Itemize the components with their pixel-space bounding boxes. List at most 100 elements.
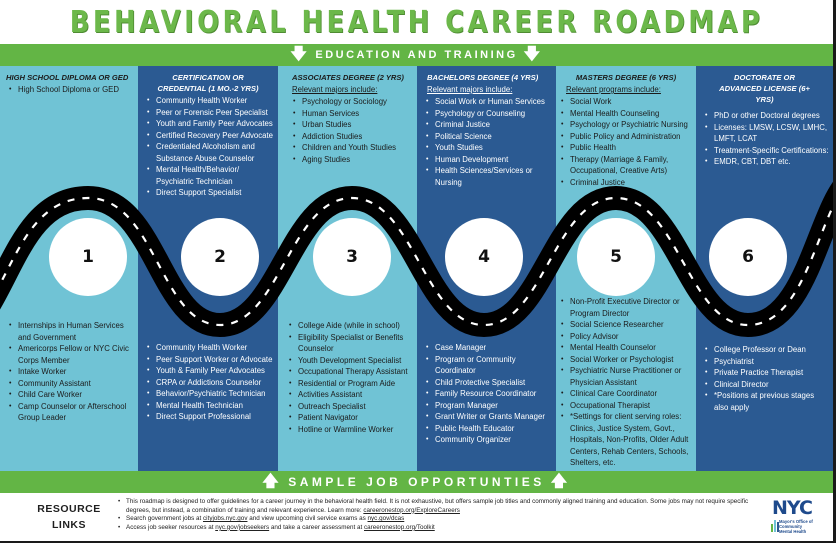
list-item: Therapy (Marriage & Family, Occupational… <box>560 154 692 177</box>
list-item: Outreach Specialist <box>288 401 413 413</box>
list-item: Criminal Justice <box>560 177 692 189</box>
list-item: Certified Recovery Peer Advocate <box>146 130 274 142</box>
list-item: Direct Support Specialist <box>146 187 274 199</box>
list-item: Community Organizer <box>425 434 552 446</box>
list-item: Youth Studies <box>425 142 552 154</box>
stage-heading: MASTERS DEGREE (6 YRS) <box>575 73 677 82</box>
list-item: Credentialed Alcoholism and Substance Ab… <box>146 141 274 164</box>
job-list: Case Manager Program or Community Coordi… <box>417 341 556 446</box>
jobseekers-link[interactable]: nyc.gov/jobseekers <box>215 523 270 531</box>
stage-marker-3: 3 <box>313 218 391 296</box>
list-item: Psychiatric Nurse Practitioner or Physic… <box>560 365 692 388</box>
list-item: Residential or Program Aide <box>288 378 413 390</box>
stage-heading: ASSOCIATES DEGREE (2 YRS) <box>292 73 404 82</box>
education-training-band: 🡇 EDUCATION AND TRAINING 🡇 <box>0 44 833 66</box>
education-list: Social Work or Human Services Psychology… <box>417 95 556 188</box>
resource-links-heading: RESOURCE LINKS <box>28 501 110 533</box>
logo-line: Mental Health <box>779 529 807 534</box>
stage-heading: CERTIFICATION OR CREDENTIAL (1 MO.-2 YRS… <box>157 73 259 93</box>
list-item: Social Science Researcher <box>560 319 692 331</box>
list-item: Child Care Worker <box>8 389 134 401</box>
stage-marker-1: 1 <box>49 218 127 296</box>
list-item: Behavior/Psychiatric Technician <box>146 388 274 400</box>
list-item: CRPA or Addictions Counselor <box>146 377 274 389</box>
up-arrow-icon: 🡅 <box>262 473 283 490</box>
education-list: Psychology or Sociology Human Services U… <box>278 95 417 165</box>
stage-marker-5: 5 <box>577 218 655 296</box>
list-item: Patient Navigator <box>288 412 413 424</box>
list-item: Mental Health Counselor <box>560 342 692 354</box>
list-item: Occupational Therapy Assistant <box>288 366 413 378</box>
stage-subheading: Relevant majors include: <box>427 85 513 94</box>
list-item: Psychology or Counseling <box>425 108 552 120</box>
page-title: BEHAVIORAL HEALTH CAREER ROADMAP <box>69 4 764 40</box>
logo-line: Community <box>779 524 803 529</box>
toolkit-link[interactable]: careeronestop.org/Toolkit <box>364 523 435 531</box>
list-item: EMDR, CBT, DBT etc. <box>704 156 829 168</box>
resource-item: This roadmap is designed to offer guidel… <box>118 498 758 515</box>
list-item: Family Resource Coordinator <box>425 388 552 400</box>
list-item: Health Sciences/Services or Nursing <box>425 165 552 188</box>
logo-bars-icon <box>771 520 779 532</box>
list-item: Activities Assistant <box>288 389 413 401</box>
list-item: PhD or other Doctoral degrees <box>704 110 829 122</box>
list-item: Community Health Worker <box>146 95 274 107</box>
education-list: High School Diploma or GED <box>0 83 138 96</box>
list-item: Psychiatrist <box>704 356 829 368</box>
list-item: Aging Studies <box>292 154 413 166</box>
explore-careers-link[interactable]: careeronestop.org/ExploreCareers <box>363 506 460 514</box>
band-label: EDUCATION AND TRAINING <box>315 49 518 61</box>
list-item: College Professor or Dean <box>704 344 829 356</box>
resource-text: This roadmap is designed to offer guidel… <box>126 498 749 514</box>
list-item: Social Work <box>560 96 692 108</box>
list-item: Youth and Family Peer Advocates <box>146 118 274 130</box>
list-item: Social Worker or Psychologist <box>560 354 692 366</box>
list-item: Human Services <box>292 108 413 120</box>
education-list: Community Health Worker Peer or Forensic… <box>138 94 278 199</box>
resource-text: Access job seeker resources at <box>126 523 216 531</box>
list-item: Political Science <box>425 131 552 143</box>
stage-heading: HIGH SCHOOL DIPLOMA OR GED <box>6 73 129 82</box>
list-item: Camp Counselor or Afterschool Group Lead… <box>8 401 134 424</box>
stage-heading: DOCTORATE OR ADVANCED LICENSE (6+ YRS) <box>719 73 810 104</box>
list-item: Mental Health/Behavior/ Psychiatric Tech… <box>146 164 274 187</box>
list-item: Licenses: LMSW, LCSW, LMHC, LMFT, LCAT <box>704 122 829 145</box>
job-list: College Professor or Dean Psychiatrist P… <box>696 343 833 413</box>
list-item: Community Assistant <box>8 378 134 390</box>
list-item: *Settings for client serving roles: Clin… <box>560 411 692 469</box>
stage-marker-4: 4 <box>445 218 523 296</box>
dcas-link[interactable]: nyc.gov/dcas <box>367 515 405 523</box>
list-item: Treatment-Specific Certifications: <box>704 145 829 157</box>
list-item: Public Policy and Administration <box>560 131 692 143</box>
stage-heading: BACHELORS DEGREE (4 YRS) <box>427 73 539 82</box>
nyc-mental-health-logo: NYC Mayor's Office of Community Mental H… <box>768 498 828 538</box>
list-item: Policy Advisor <box>560 331 692 343</box>
list-item: Internships in Human Services and Govern… <box>8 320 134 343</box>
list-item: Mental Health Technician <box>146 400 274 412</box>
stage-subheading: Relevant majors include: <box>292 85 378 94</box>
heading-line: RESOURCE <box>37 503 101 515</box>
stage-marker-2: 2 <box>181 218 259 296</box>
resource-text: and take a career assessment at <box>269 523 365 531</box>
list-item: Human Development <box>425 154 552 166</box>
list-item: Occupational Therapist <box>560 400 692 412</box>
band-label: SAMPLE JOB OPPORTUNTIES <box>288 475 545 489</box>
list-item: Clinical Care Coordinator <box>560 388 692 400</box>
list-item: Children and Youth Studies <box>292 142 413 154</box>
resource-text: and view upcoming civil service exams as <box>247 515 368 523</box>
list-item: Clinical Director <box>704 379 829 391</box>
list-item: Eligibility Specialist or Benefits Couns… <box>288 332 413 355</box>
list-item: Social Work or Human Services <box>425 96 552 108</box>
cityjobs-link[interactable]: cityjobs.nyc.gov <box>203 515 248 523</box>
list-item: College Aide (while in school) <box>288 320 413 332</box>
resource-text: Search government jobs at <box>126 515 204 523</box>
list-item: Direct Support Professional <box>146 411 274 423</box>
list-item: Americorps Fellow or NYC Civic Corps Mem… <box>8 343 134 366</box>
list-item: Program Manager <box>425 400 552 412</box>
list-item: Private Practice Therapist <box>704 367 829 379</box>
list-item: Community Health Worker <box>146 342 274 354</box>
list-item: Mental Health Counseling <box>560 108 692 120</box>
list-item: Public Health Educator <box>425 423 552 435</box>
up-arrow-icon: 🡅 <box>550 473 571 490</box>
